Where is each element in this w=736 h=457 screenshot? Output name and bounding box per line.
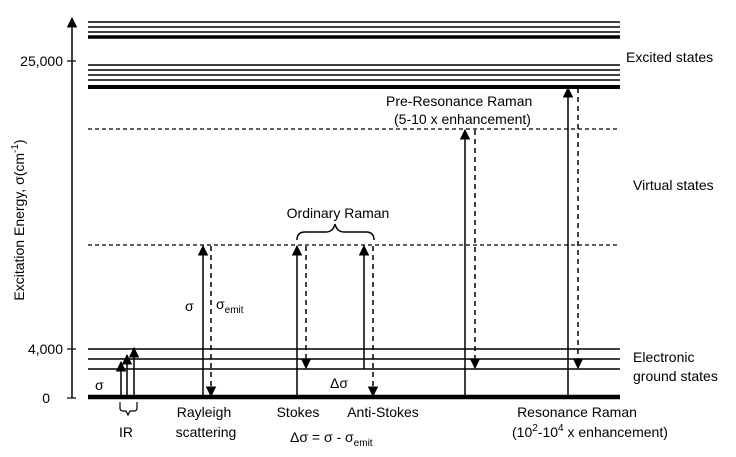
- pre-resonance-label-line2: (5-10 x enhancement): [394, 111, 531, 127]
- tick-label-25000: 25,000: [20, 53, 63, 69]
- ir-transitions: [115, 346, 140, 417]
- resonance-enh-b: -10: [538, 424, 558, 440]
- ground-state-levels: [88, 348, 620, 400]
- ground-states-label-line1: Electronic: [633, 349, 694, 365]
- rayleigh-label-line1: Rayleigh: [177, 404, 231, 420]
- ground-states-label-line2: ground states: [633, 368, 718, 384]
- delta-sigma-formula: Δσ = σ - σemit: [290, 429, 373, 449]
- stokes-label: Stokes: [277, 404, 320, 420]
- y-axis-label-sup: -1: [10, 144, 21, 153]
- formula-sub: emit: [354, 438, 373, 449]
- excited-state-levels: [88, 21, 620, 89]
- y-axis-label-close: ): [11, 139, 27, 144]
- resonance-enh-sup2: 4: [558, 423, 564, 434]
- ordinary-raman-label: Ordinary Raman: [287, 205, 390, 221]
- resonance-label-line2: (102-104 x enhancement): [512, 423, 668, 440]
- ordinary-raman-brace: [296, 223, 375, 241]
- y-axis-label-main: Excitation Energy, σ(cm: [11, 153, 27, 301]
- pre-resonance-label-line1: Pre-Resonance Raman: [386, 93, 532, 109]
- delta-sigma-label: Δσ: [330, 375, 348, 391]
- tick-label-0: 0: [42, 390, 50, 406]
- virtual-states-label: Virtual states: [633, 177, 714, 193]
- anti-stokes-label: Anti-Stokes: [347, 404, 419, 420]
- ir-sigma-label: σ: [95, 377, 104, 393]
- tick-label-4000: 4,000: [28, 341, 63, 357]
- ir-bracket: [119, 402, 138, 417]
- resonance-enh-a: (10: [512, 424, 532, 440]
- rayleigh-sigma-emit-sub: emit: [225, 305, 244, 316]
- resonance-enh-sup1: 2: [532, 423, 538, 434]
- formula-main: Δσ = σ - σ: [290, 429, 354, 445]
- resonance-label-line1: Resonance Raman: [517, 404, 637, 420]
- excited-states-label: Excited states: [626, 49, 713, 65]
- y-axis-label: Excitation Energy, σ(cm-1): [10, 139, 27, 300]
- rayleigh-sigma-emit-label: σemit: [216, 296, 244, 316]
- ir-label: IR: [119, 424, 133, 440]
- resonance-enh-c: x enhancement): [564, 424, 668, 440]
- rayleigh-sigma-label: σ: [185, 298, 194, 314]
- rayleigh-label-line2: scattering: [176, 424, 237, 440]
- rayleigh-sigma-emit-base: σ: [216, 296, 225, 312]
